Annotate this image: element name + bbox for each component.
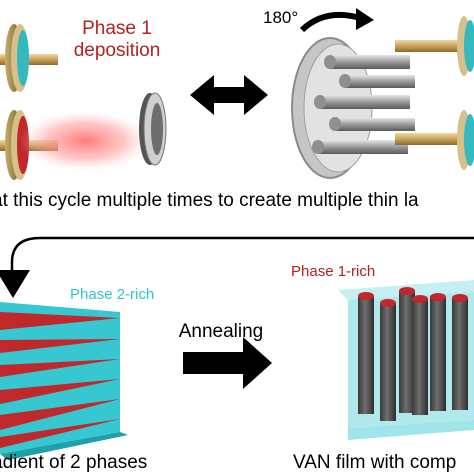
laser-plume: [19, 111, 151, 171]
target-top-right: [395, 16, 474, 76]
substrate: [139, 92, 167, 166]
target-bottom-right: [395, 110, 474, 170]
rotation-angle-label: 180°: [263, 8, 298, 27]
van-film: [338, 280, 474, 440]
double-arrow-icon: [190, 75, 268, 115]
phase1-rich-label: Phase 1-rich: [291, 263, 375, 280]
phase1-deposition-label-line1: Phase 1: [82, 18, 152, 39]
layered-gradient-film: [0, 302, 128, 460]
van-caption: VAN film with comp: [293, 452, 456, 473]
cycle-caption: at this cycle multiple times to create m…: [0, 190, 419, 211]
loop-arrow: [10, 236, 474, 272]
right-arrow-icon: [183, 337, 272, 389]
rotation-arrow-icon: [299, 11, 361, 33]
gradient-caption: adient of 2 phases: [0, 452, 147, 473]
down-arrow-icon: [0, 270, 30, 298]
target-carousel: [291, 37, 415, 179]
phase2-rich-label: Phase 2-rich: [70, 286, 154, 303]
phase1-deposition-label-line2: deposition: [74, 40, 161, 61]
target-top-left: [0, 24, 58, 92]
annealing-label: Annealing: [179, 321, 264, 342]
